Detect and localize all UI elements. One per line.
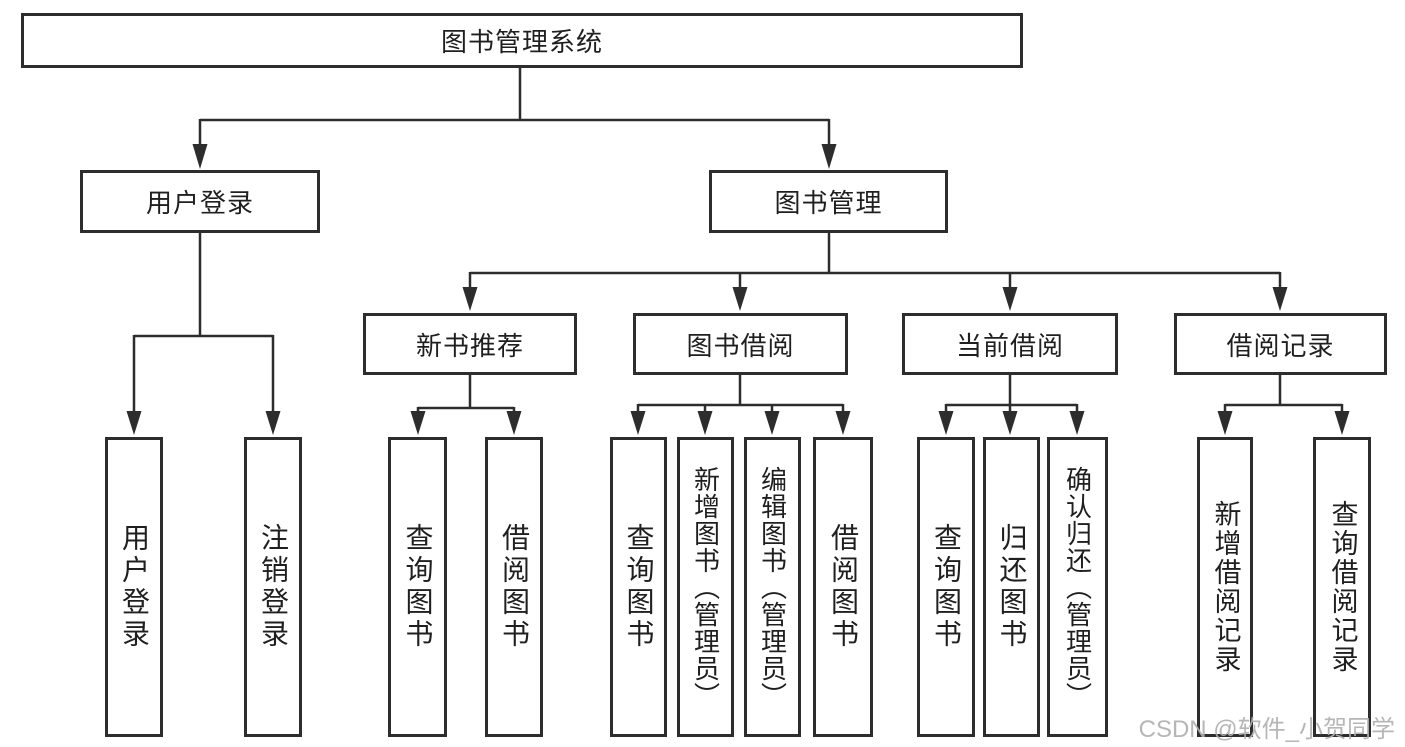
leaf-recommend-query-book-label: 查询图书 bbox=[402, 523, 434, 651]
leaf-record-add-borrow-record: 新增借阅记录 bbox=[1197, 437, 1253, 737]
node-new-book-recommend-label: 新书推荐 bbox=[415, 330, 524, 361]
node-book-management: 图书管理 bbox=[709, 170, 948, 233]
leaf-borrow-borrow-book-label: 借阅图书 bbox=[828, 523, 859, 651]
node-new-book-recommend: 新书推荐 bbox=[363, 313, 577, 375]
leaf-borrow-borrow-book: 借阅图书 bbox=[813, 437, 873, 737]
leaf-logout-login-label: 注销登录 bbox=[258, 523, 289, 651]
leaf-user-login-label: 用户登录 bbox=[119, 523, 150, 651]
leaf-recommend-query-book: 查询图书 bbox=[388, 437, 447, 737]
leaf-logout-login: 注销登录 bbox=[244, 437, 302, 737]
leaf-current-confirm-return-admin-label: 确认归还（管理员） bbox=[1062, 465, 1093, 709]
node-book-borrow: 图书借阅 bbox=[633, 313, 848, 375]
node-current-borrow-label: 当前借阅 bbox=[955, 330, 1064, 361]
arrowheads bbox=[126, 144, 1350, 435]
root-node-label: 图书管理系统 bbox=[440, 27, 603, 57]
csdn-watermark: CSDN @软件_小贺同学 bbox=[1138, 716, 1395, 743]
node-current-borrow: 当前借阅 bbox=[902, 313, 1118, 375]
leaf-recommend-borrow-book-label: 借阅图书 bbox=[499, 523, 530, 651]
node-user-login: 用户登录 bbox=[80, 170, 320, 233]
leaf-current-query-book-label: 查询图书 bbox=[931, 523, 962, 651]
node-borrow-record-label: 借阅记录 bbox=[1226, 330, 1335, 361]
leaf-current-return-book-label: 归还图书 bbox=[996, 523, 1028, 651]
leaf-current-query-book: 查询图书 bbox=[917, 437, 975, 737]
leaf-borrow-edit-book-admin-label: 编辑图书（管理员） bbox=[757, 465, 788, 709]
leaf-user-login: 用户登录 bbox=[105, 437, 163, 737]
leaf-record-add-borrow-record-label: 新增借阅记录 bbox=[1210, 500, 1241, 674]
node-borrow-record: 借阅记录 bbox=[1174, 313, 1387, 375]
node-book-management-label: 图书管理 bbox=[774, 188, 883, 218]
leaf-borrow-add-book-admin: 新增图书（管理员） bbox=[677, 437, 734, 737]
node-user-login-label: 用户登录 bbox=[145, 188, 254, 218]
leaf-record-query-borrow-record: 查询借阅记录 bbox=[1313, 437, 1371, 737]
leaf-borrow-query-book: 查询图书 bbox=[610, 437, 667, 737]
leaf-recommend-borrow-book: 借阅图书 bbox=[485, 437, 543, 737]
leaf-record-query-borrow-record-label: 查询借阅记录 bbox=[1327, 500, 1358, 674]
leaf-current-return-book: 归还图书 bbox=[983, 437, 1040, 737]
leaf-borrow-edit-book-admin: 编辑图书（管理员） bbox=[744, 437, 801, 737]
leaf-borrow-add-book-admin-label: 新增图书（管理员） bbox=[690, 465, 721, 709]
leaf-borrow-query-book-label: 查询图书 bbox=[623, 523, 655, 651]
root-node-library-management-system: 图书管理系统 bbox=[21, 13, 1023, 68]
node-book-borrow-label: 图书借阅 bbox=[686, 330, 795, 361]
leaf-current-confirm-return-admin: 确认归还（管理员） bbox=[1047, 437, 1108, 737]
